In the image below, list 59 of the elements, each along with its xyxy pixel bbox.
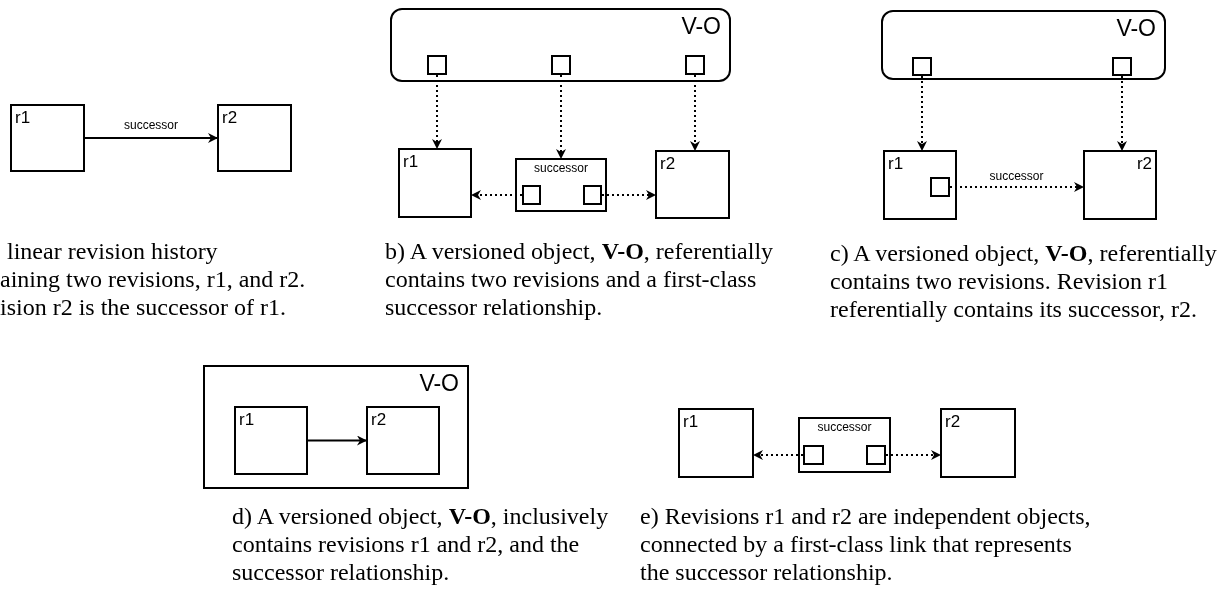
relationship-box: [515, 158, 607, 212]
reference-slot: [522, 185, 541, 205]
box-label: r1: [403, 153, 419, 172]
revision-box: [678, 408, 754, 478]
box-label: r2: [660, 155, 676, 174]
box-label: r1: [888, 155, 904, 174]
caption: c) A versioned object, V-O, referentially contains two revisions. Revision r1 referentially contains its successor, r2.: [830, 239, 1218, 323]
revision-box: [655, 150, 730, 219]
box-label: successor: [817, 421, 872, 435]
reference-slot: [803, 445, 824, 465]
reference-slot: [551, 55, 571, 75]
caption: d) A versioned object, V-O, inclusively contains revisions r1 and r2, and the successor relationship.: [232, 502, 610, 586]
box-label: successor: [534, 162, 589, 176]
revision-box: [398, 148, 472, 218]
revision-box: [940, 408, 1016, 478]
arrow: [1117, 75, 1127, 151]
caption: ision r2 is the successor of r1.: [0, 293, 287, 321]
arrow: [690, 74, 700, 151]
revision-box: [366, 406, 440, 475]
caption: aining two revisions, r1, and r2.: [0, 265, 307, 293]
arrow: [556, 74, 566, 159]
reference-slot: [930, 177, 950, 197]
revision-box: [10, 104, 85, 172]
caption: e) Revisions r1 and r2 are independent objects, connected by a first-class link that represents the successor relationship.: [640, 502, 1092, 586]
arrow: [949, 182, 1084, 192]
arrow: [307, 435, 367, 446]
box-label: r2: [371, 411, 387, 430]
reference-slot: [912, 57, 932, 76]
container-label: V-O: [1116, 16, 1156, 42]
revision-box: [234, 406, 308, 475]
box-label: r2: [1136, 155, 1152, 174]
arrow: [601, 190, 656, 200]
container-box: [881, 10, 1166, 80]
reference-slot: [1112, 57, 1132, 76]
reference-slot: [685, 55, 705, 75]
container-box: [203, 365, 469, 489]
arrow: [471, 190, 523, 200]
caption: linear revision history: [7, 237, 219, 265]
caption: b) A versioned object, V-O, referentially contains two revisions and a first-class successor relationship.: [385, 237, 775, 321]
box-label: r1: [683, 413, 699, 432]
arrow: [917, 75, 927, 151]
revision-box: [883, 150, 957, 220]
box-label: r2: [222, 109, 238, 128]
box-label: r1: [239, 411, 255, 430]
revision-box: [1083, 150, 1157, 220]
arrow: [885, 450, 941, 460]
box-label: r1: [15, 109, 31, 128]
arrow: [753, 450, 804, 460]
container-label: V-O: [681, 14, 721, 40]
container-label: V-O: [419, 371, 459, 397]
reference-slot: [866, 445, 886, 465]
arrow: [84, 133, 218, 143]
relationship-box: [798, 417, 891, 473]
revision-box: [217, 104, 292, 172]
arrow: [432, 74, 442, 149]
reference-slot: [583, 185, 602, 205]
container-box: [390, 8, 731, 82]
reference-slot: [427, 55, 447, 75]
box-label: r2: [945, 413, 961, 432]
